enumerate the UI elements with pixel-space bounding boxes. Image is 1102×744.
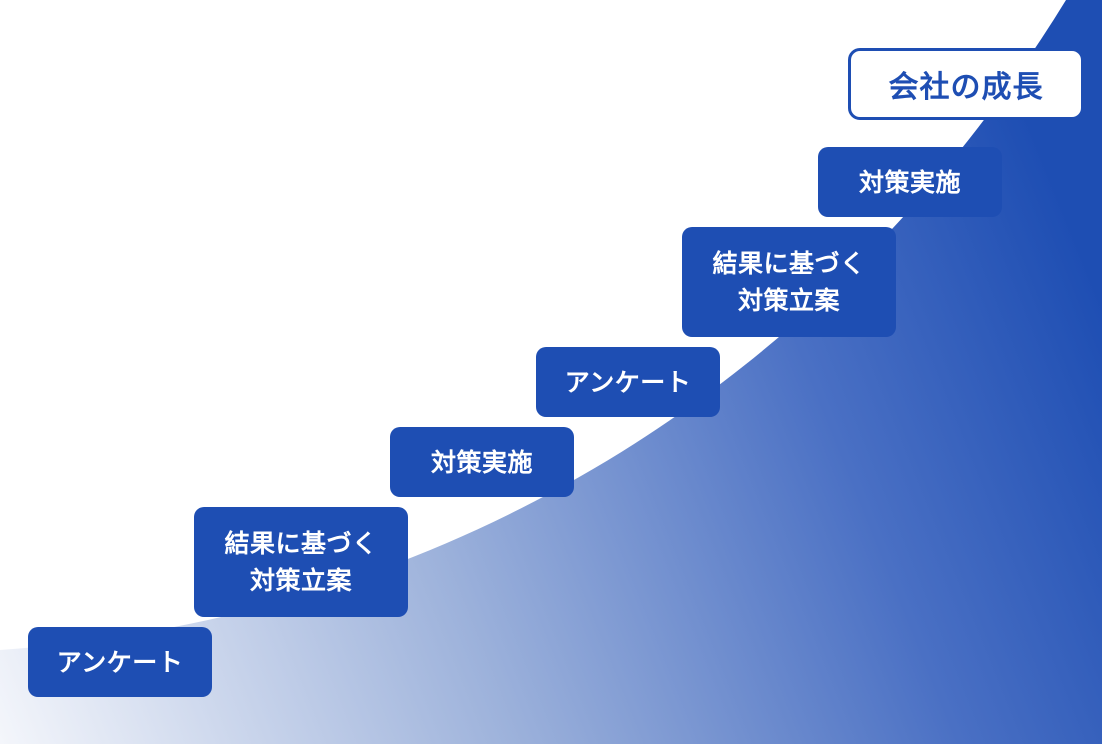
step-2-label-line-2: 対策立案 (249, 566, 352, 595)
goal-label: 会社の成長 (888, 70, 1044, 105)
step-1-survey: アンケート (28, 627, 212, 697)
step-5-plan: 結果に基づく 対策立案 (682, 227, 896, 337)
step-4-survey: アンケート (536, 347, 720, 417)
step-2-plan: 結果に基づく 対策立案 (194, 507, 408, 617)
step-3-execute: 対策実施 (390, 427, 574, 497)
step-6-label: 対策実施 (858, 167, 961, 197)
step-6-execute: 対策実施 (818, 147, 1002, 217)
step-3-label: 対策実施 (430, 447, 533, 477)
step-2-label-line-1: 結果に基づく (224, 529, 378, 558)
step-5-label-line-2: 対策立案 (737, 286, 840, 315)
step-4-label: アンケート (564, 367, 692, 397)
step-5-label-line-1: 結果に基づく (712, 249, 866, 278)
step-1-label: アンケート (56, 647, 184, 677)
goal-company-growth: 会社の成長 (848, 48, 1084, 120)
